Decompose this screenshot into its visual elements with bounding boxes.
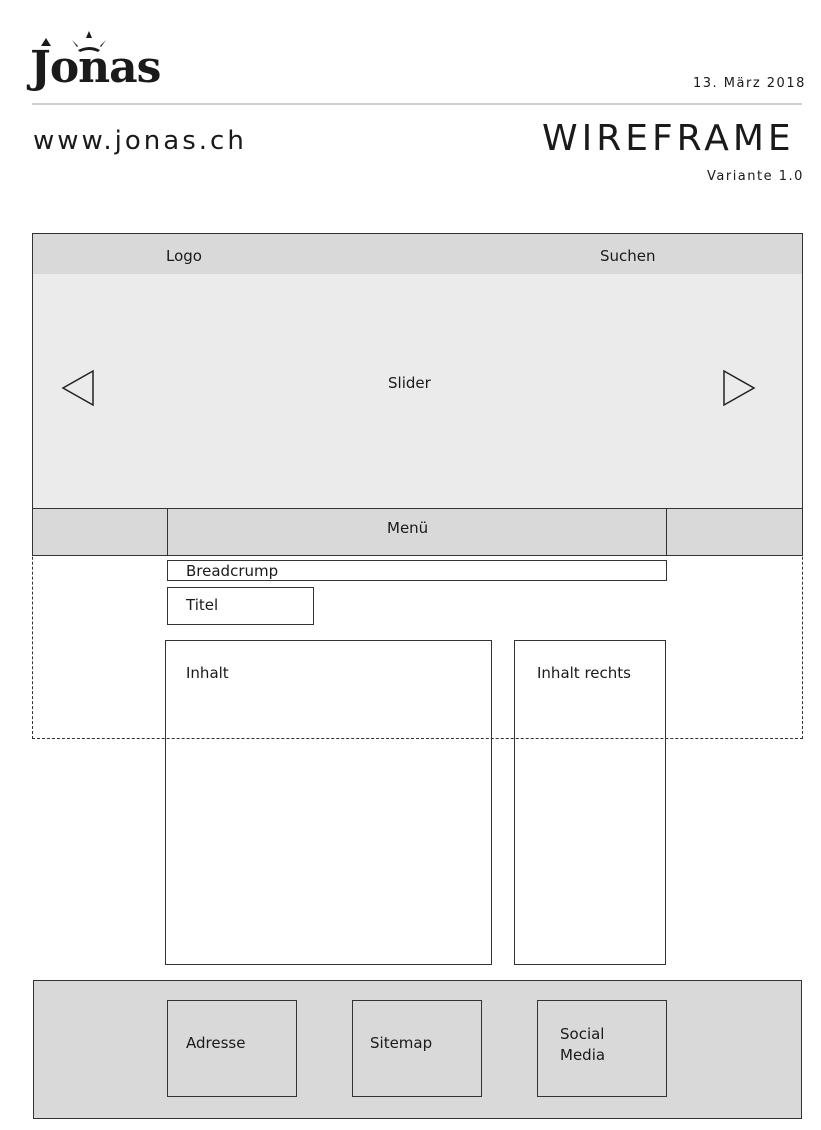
footer-address: Adresse bbox=[167, 1000, 297, 1097]
document-date: 13. März 2018 bbox=[693, 76, 806, 91]
content-label: Inhalt bbox=[186, 664, 229, 682]
menu-label: Menü bbox=[387, 519, 429, 537]
title-label: Titel bbox=[186, 596, 219, 614]
brand-logo: Jonas bbox=[30, 28, 200, 96]
breadcrumb-label: Breadcrump bbox=[186, 562, 279, 580]
footer-sitemap-label: Sitemap bbox=[370, 1034, 433, 1052]
footer-social-label: Social bbox=[560, 1025, 605, 1043]
site-url: www.jonas.ch bbox=[33, 126, 247, 156]
slider-label: Slider bbox=[388, 374, 431, 392]
menu[interactable]: Menü bbox=[167, 508, 667, 556]
breadcrumb: Breadcrump bbox=[167, 560, 667, 581]
footer-media-label: Media bbox=[560, 1046, 606, 1064]
content-main: Inhalt bbox=[165, 640, 492, 965]
page-title: Titel bbox=[167, 587, 314, 625]
slider-next-arrow-icon[interactable] bbox=[722, 369, 756, 407]
document-title: WIREFRAME bbox=[542, 118, 795, 159]
content-right-label: Inhalt rechts bbox=[537, 664, 631, 682]
slider-prev-arrow-icon[interactable] bbox=[61, 369, 95, 407]
footer-sitemap: Sitemap bbox=[352, 1000, 482, 1097]
header-bar: Logo Suchen bbox=[32, 233, 803, 275]
search-placeholder: Suchen bbox=[600, 247, 656, 265]
content-right: Inhalt rechts bbox=[514, 640, 666, 965]
document-variant: Variante 1.0 bbox=[707, 169, 804, 184]
footer-address-label: Adresse bbox=[186, 1034, 246, 1052]
footer: Adresse Sitemap Social Media bbox=[33, 980, 802, 1119]
logo-text: Jonas bbox=[30, 42, 161, 93]
logo-crown-icon bbox=[41, 31, 106, 52]
logo-placeholder: Logo bbox=[166, 247, 202, 265]
header-divider bbox=[32, 103, 802, 105]
slider: Slider bbox=[32, 274, 803, 509]
footer-social-media: Social Media bbox=[537, 1000, 667, 1097]
